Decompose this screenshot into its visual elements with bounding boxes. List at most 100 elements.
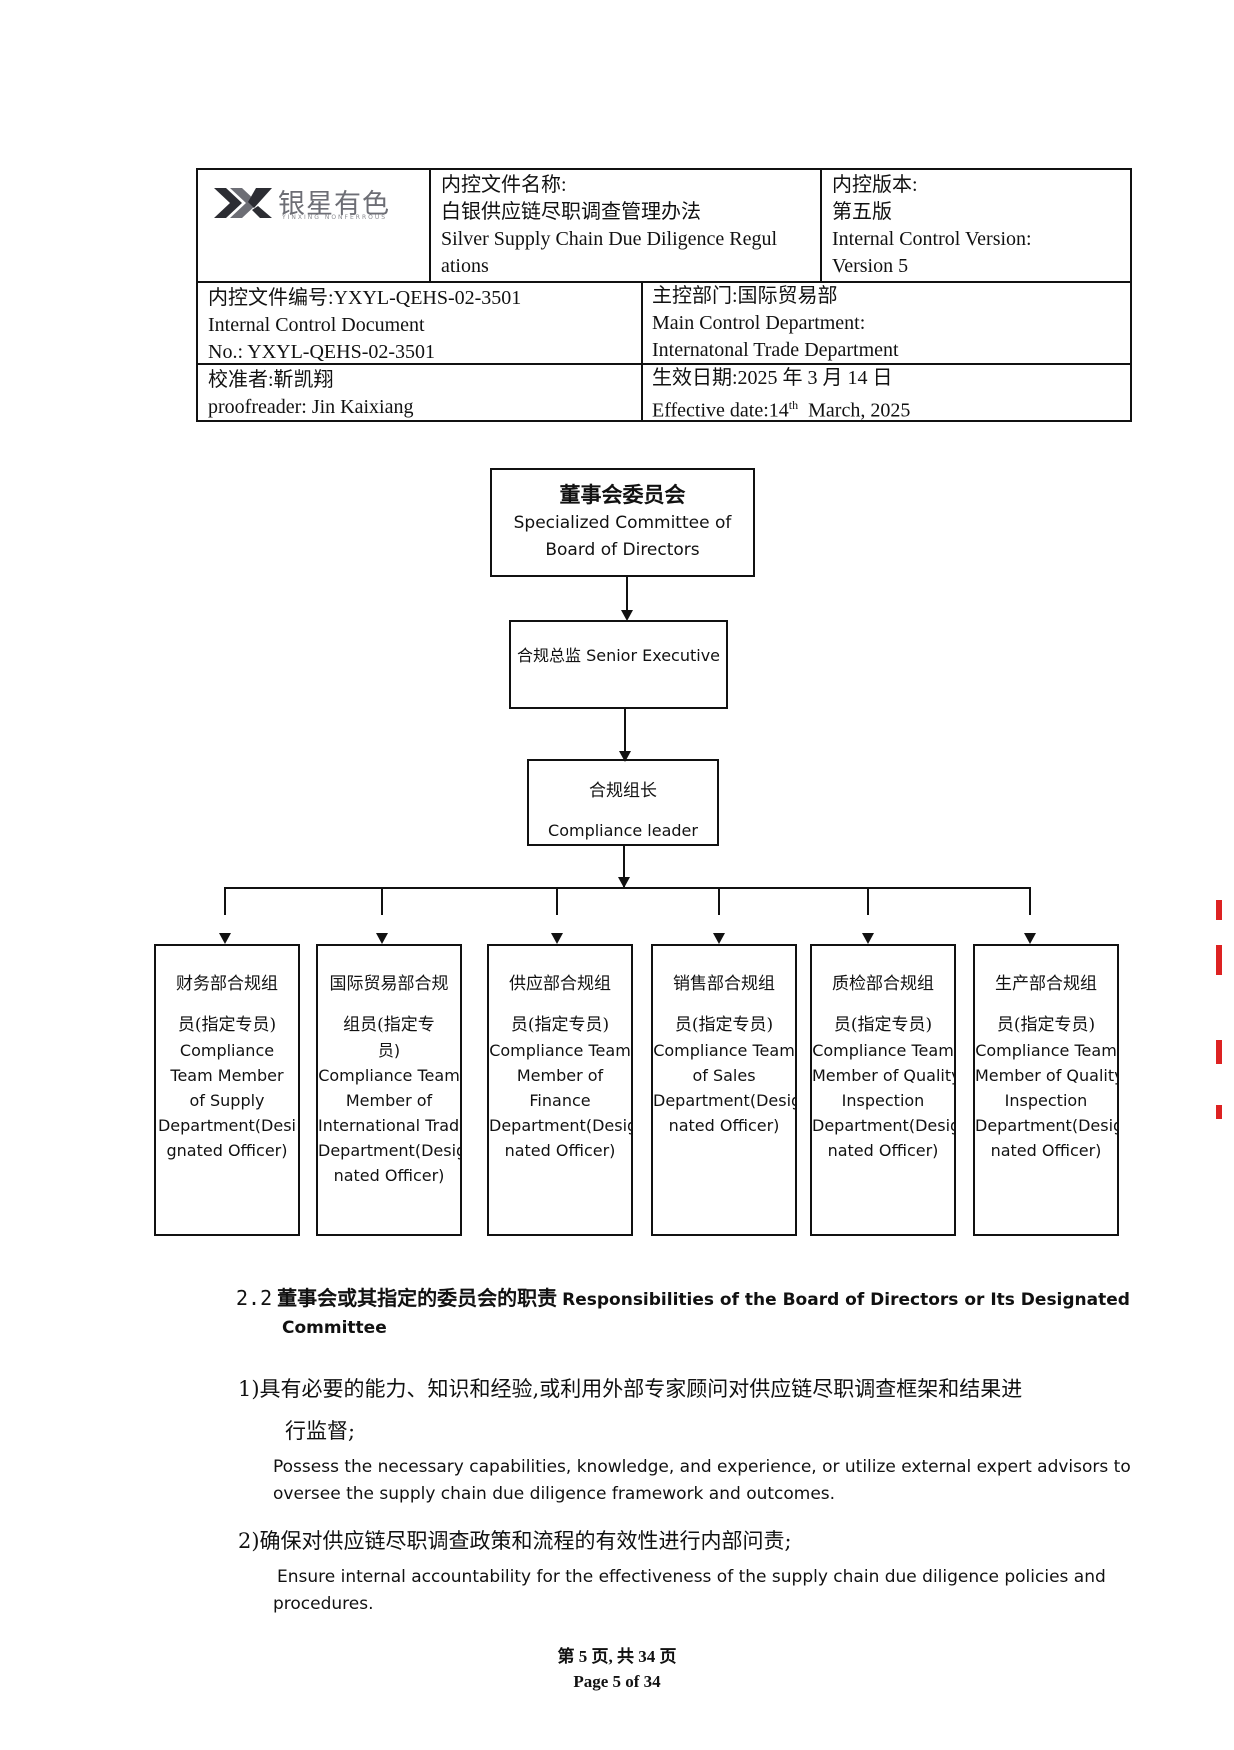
org-leader-en: Compliance leader [548, 821, 698, 840]
team-member-line: 生产部合规组 [995, 974, 1097, 994]
item2-en-1: Ensure internal accountability for the e… [277, 1567, 1106, 1587]
team-member-line: Team Member [170, 1066, 284, 1085]
leaf-connector [224, 887, 226, 915]
team-member-line: 供应部合规组 [509, 974, 611, 994]
team-member-line: Department(Desi [157, 1116, 296, 1135]
header-col-rule-3 [641, 282, 643, 422]
version-en-2: Version 5 [832, 255, 909, 277]
doc-name-cn: 白银供应链尽职调查管理办法 [441, 201, 701, 223]
item1-cn-2: 行监督; [285, 1419, 356, 1443]
team-member-line: 员(指定专员) [177, 1015, 277, 1035]
effective-date-cn: 生效日期:2025 年 3 月 14 日 [652, 367, 893, 389]
doc-name-label: 内控文件名称: [441, 174, 567, 196]
doc-number-cell: 内控文件编号:YXYL-QEHS-02-3501 Internal Contro… [208, 285, 521, 366]
doc-number-en-2: No.: YXYL-QEHS-02-3501 [208, 341, 436, 363]
doc-number-cn: 内控文件编号:YXYL-QEHS-02-3501 [208, 287, 522, 309]
org-bus [224, 887, 1030, 889]
section-title-cn: 董事会或其指定的委员会的职责 [277, 1286, 558, 1310]
org-leader-cn: 合规组长 [589, 781, 657, 801]
team-member-line: Member of [516, 1066, 604, 1085]
version-label: 内控版本: [832, 174, 918, 196]
section-title-en-1: Responsibilities of the Board of Directo… [562, 1290, 1130, 1310]
proofreader-cn: 校准者:靳凯翔 [208, 369, 334, 391]
org-box-committee: 董事会委员会 Specialized Committee of Board of… [490, 468, 755, 577]
header-col-rule-1 [429, 168, 431, 282]
effective-date-cell: 生效日期:2025 年 3 月 14 日 Effective date:14th… [652, 365, 910, 425]
team-member-line: nated Officer) [333, 1166, 445, 1185]
section-number: 2.2 [236, 1286, 273, 1310]
scan-mark-4 [1216, 1105, 1222, 1119]
scan-mark-1 [1216, 900, 1222, 920]
scan-mark-3 [1216, 1040, 1222, 1064]
doc-number-en-1: Internal Control Document [208, 314, 425, 336]
team-member-line: 国际贸易部合规 [329, 974, 449, 994]
team-member-line: International Trade [318, 1116, 462, 1135]
leaf-connector [381, 887, 383, 915]
arrow-1 [621, 610, 633, 621]
team-member-line: nated Officer) [990, 1141, 1102, 1160]
team-member-line: 组员(指定专 [343, 1015, 435, 1035]
item2-en-2: procedures. [273, 1594, 374, 1614]
item1-en-2: oversee the supply chain due diligence f… [273, 1484, 836, 1504]
team-member-line: Department(Desig [318, 1141, 462, 1160]
org-box-senior-executive: 合规总监 Senior Executive [509, 620, 728, 709]
item2-cn: 2)确保对供应链尽职调查政策和流程的有效性进行内部问责; [238, 1529, 792, 1553]
dept-cn: 主控部门:国际贸易部 [652, 285, 838, 307]
team-member-line: Inspection [841, 1091, 925, 1110]
team-member-line: Department(Desig [489, 1116, 633, 1135]
team-member-line: nated Officer) [668, 1116, 780, 1135]
org-box-compliance-leader: 合规组长 Compliance leader [527, 759, 719, 846]
team-member-line: 销售部合规组 [673, 974, 775, 994]
team-member-line: Member of Quality [975, 1066, 1119, 1085]
team-member-line: Finance [529, 1091, 591, 1110]
scan-mark-2 [1216, 945, 1222, 975]
team-member-line: 员(指定专员) [996, 1015, 1096, 1035]
arrow-3 [618, 877, 630, 888]
arrow-2 [619, 751, 631, 762]
org-committee-en-2: Board of Directors [545, 540, 700, 560]
connector-1 [626, 577, 628, 611]
footer-page-en: Page 5 of 34 [573, 1672, 661, 1691]
logo-subtitle: YINXING NONFERROUS [282, 214, 388, 221]
team-member-line: Inspection [1004, 1091, 1088, 1110]
team-member-line: of Sales [692, 1066, 756, 1085]
team-member-line: Compliance Team [489, 1041, 631, 1060]
leaf-arrow [219, 933, 231, 944]
team-member-line: 员(指定专员) [674, 1015, 774, 1035]
team-member-line: Compliance Team [975, 1041, 1117, 1060]
version-cell: 内控版本: 第五版 Internal Control Version: Vers… [832, 172, 1032, 280]
team-member-line: Department(Desig [975, 1116, 1119, 1135]
org-senior-executive: 合规总监 Senior Executive [516, 646, 721, 665]
team-member-line: 质检部合规组 [832, 974, 934, 994]
doc-name-en-1: Silver Supply Chain Due Diligence Regul [441, 228, 778, 250]
team-member-line: Department(Desig [812, 1116, 956, 1135]
team-member-line: 员) [377, 1041, 401, 1060]
team-member-line: Compliance Team [318, 1066, 460, 1085]
leaf-connector [867, 887, 869, 915]
leaf-arrow [551, 933, 563, 944]
team-member-line: Department(Desig [653, 1091, 797, 1110]
header-rule-2 [196, 363, 1132, 365]
dept-en-1: Main Control Department: [652, 312, 866, 334]
team-member-line: gnated Officer) [166, 1141, 288, 1160]
team-member-line: of Supply [189, 1091, 265, 1110]
section-heading: 2.2 董事会或其指定的委员会的职责 Responsibilities of t… [236, 1284, 1136, 1314]
team-member-line: nated Officer) [827, 1141, 939, 1160]
item1-cn-1: 1)具有必要的能力、知识和经验,或利用外部专家顾问对供应链尽职调查框架和结果进 [238, 1377, 1023, 1401]
org-committee-cn: 董事会委员会 [559, 482, 686, 507]
section-title-en-2: Committee [282, 1318, 387, 1338]
leaf-connector [718, 887, 720, 915]
dept-cell: 主控部门:国际贸易部 Main Control Department: Inte… [652, 283, 899, 364]
leaf-arrow [376, 933, 388, 944]
connector-2 [624, 709, 626, 753]
connector-3 [623, 846, 625, 888]
logo-text: 银星有色 [278, 189, 390, 220]
team-member-line: Compliance [179, 1041, 275, 1060]
footer-page-cn: 第 5 页, 共 34 页 [557, 1647, 677, 1666]
version-en-1: Internal Control Version: [832, 228, 1032, 250]
